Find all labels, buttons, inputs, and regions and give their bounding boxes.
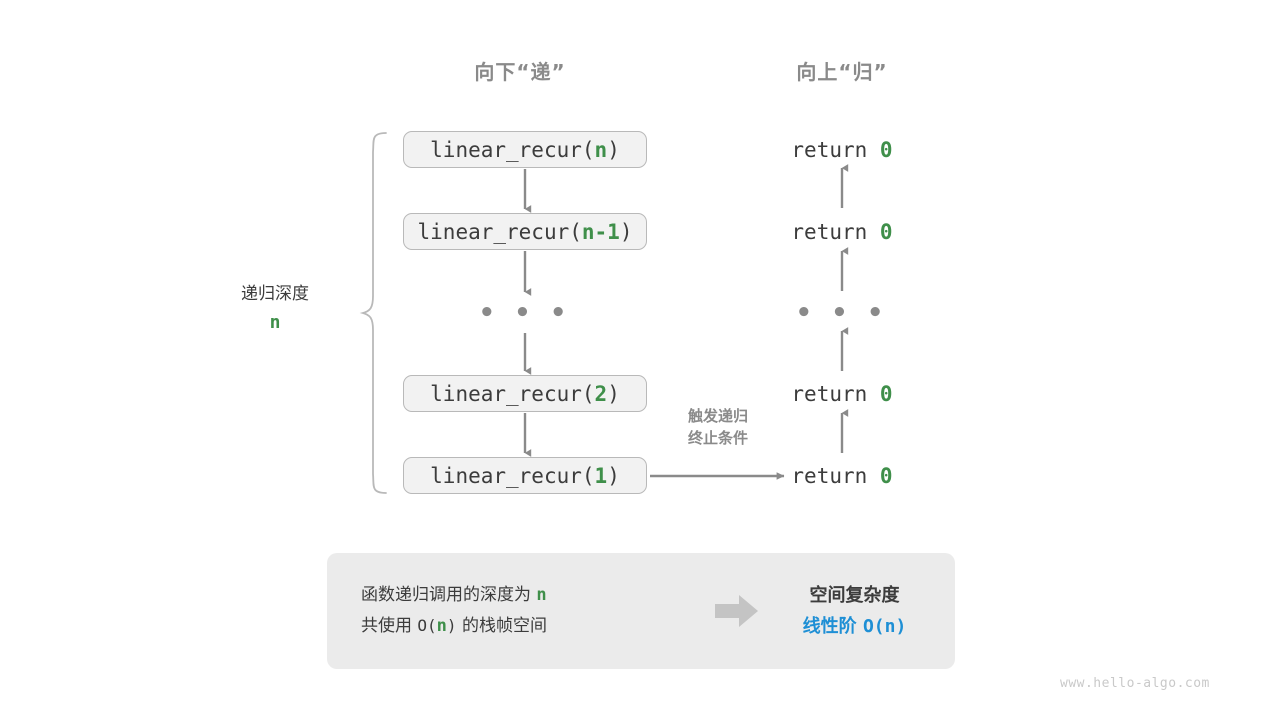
call-frame-box[interactable]: linear_recur(n-1) xyxy=(403,213,647,250)
recursion-depth-annotation: 递归深度 n xyxy=(190,283,360,333)
summary-line2-mono-close: ) xyxy=(446,616,457,635)
call-frame-text-suffix: ) xyxy=(607,463,620,488)
return-value: 0 xyxy=(879,464,893,488)
summary-line1-text: 函数递归调用的深度为 xyxy=(361,584,531,605)
summary-description: 函数递归调用的深度为 n 共使用 O(n) 的栈帧空间 xyxy=(327,580,706,643)
summary-line2-mono-open: O( xyxy=(417,616,437,635)
call-frame-box[interactable]: linear_recur(2) xyxy=(403,375,647,412)
summary-line2-text-a: 共使用 xyxy=(361,616,412,636)
termination-note-line1: 触发递归 xyxy=(687,407,748,425)
call-frame-text-prefix: linear_recur( xyxy=(430,381,595,406)
termination-note-line2: 终止条件 xyxy=(687,428,748,447)
return-statement: return 0 xyxy=(720,220,964,244)
call-frame-text-suffix: ) xyxy=(619,219,633,244)
summary-conclusion-title: 空间复杂度 xyxy=(809,584,900,606)
return-keyword: return xyxy=(791,220,868,244)
return-statement: return 0 xyxy=(720,382,964,406)
return-value: 0 xyxy=(879,382,893,406)
summary-conclusion: 空间复杂度 线性阶 O(n) xyxy=(768,580,955,643)
summary-line2-text-b: 的栈帧空间 xyxy=(461,616,547,636)
column-header-descend: 向下“递” xyxy=(474,60,566,84)
depth-brace xyxy=(359,132,387,494)
complexity-notation-close: ) xyxy=(895,616,907,637)
call-frame-text-prefix: linear_recur( xyxy=(430,137,595,162)
call-frame-arg: 2 xyxy=(594,381,608,406)
column-header-ascend: 向上“归” xyxy=(796,60,888,84)
complexity-notation-n: n xyxy=(884,616,896,637)
return-statement: return 0 xyxy=(720,138,964,162)
call-frame-box[interactable]: linear_recur(n) xyxy=(403,131,647,168)
summary-line-1: 函数递归调用的深度为 n xyxy=(361,580,706,611)
return-keyword: return xyxy=(791,464,868,488)
complexity-label: 线性阶 xyxy=(802,616,857,637)
summary-conclusion-result: 线性阶 O(n) xyxy=(768,611,941,643)
recursion-depth-value: n xyxy=(269,311,281,333)
recursion-depth-title: 递归深度 xyxy=(241,284,309,304)
summary-line2-highlight: n xyxy=(436,616,447,636)
right-block-arrow-icon xyxy=(715,595,758,627)
return-value: 0 xyxy=(879,138,893,162)
call-frame-text-suffix: ) xyxy=(607,381,620,406)
termination-condition-note: 触发递归 终止条件 xyxy=(648,406,788,450)
ellipsis-descend: • • • xyxy=(478,298,572,328)
site-watermark: www.hello-algo.com xyxy=(1060,676,1210,691)
return-keyword: return xyxy=(791,382,868,406)
summary-line1-highlight: n xyxy=(536,584,547,605)
return-keyword: return xyxy=(791,138,868,162)
return-value: 0 xyxy=(879,220,893,244)
call-frame-arg: n xyxy=(594,137,608,162)
summary-arrow-slot xyxy=(706,594,768,628)
call-frame-box[interactable]: linear_recur(1) xyxy=(403,457,647,494)
call-frame-text-suffix: ) xyxy=(607,137,620,162)
call-frame-arg: 1 xyxy=(594,463,608,488)
call-frame-text-prefix: linear_recur( xyxy=(430,463,595,488)
ellipsis-ascend: • • • xyxy=(795,298,889,328)
call-frame-text-prefix: linear_recur( xyxy=(417,219,582,244)
complexity-summary-box: 函数递归调用的深度为 n 共使用 O(n) 的栈帧空间 空间复杂度 线性阶 O(… xyxy=(327,553,955,669)
return-statement: return 0 xyxy=(720,464,964,488)
call-frame-arg: n-1 xyxy=(581,219,620,244)
summary-line-2: 共使用 O(n) 的栈帧空间 xyxy=(361,611,706,642)
complexity-notation-open: O( xyxy=(862,616,885,637)
